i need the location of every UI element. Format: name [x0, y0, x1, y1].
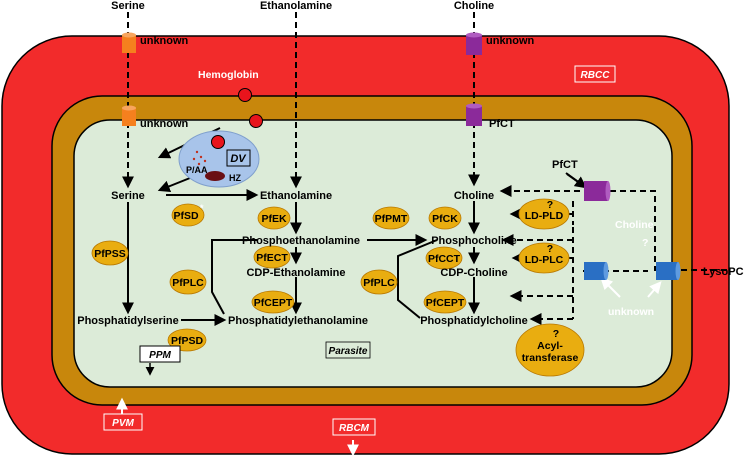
serine-metabolite: Serine [111, 190, 145, 202]
choline-rbcm-transporter [466, 32, 482, 55]
choline-ppm-transporter-label: PfCT [552, 159, 578, 171]
rbcc-label: RBCC [581, 70, 611, 81]
lysopc-transporter-label: unknown [608, 306, 654, 318]
choline-pvm-transporter-label: PfCT [489, 118, 515, 130]
cdp-choline-metabolite: CDP-Choline [440, 267, 507, 279]
cdp-ethanolamine-metabolite: CDP-Ethanolamine [246, 267, 345, 279]
hz-label: HZ [229, 173, 241, 183]
side-choline-question: ? [642, 237, 648, 249]
enzyme-pfect: PfECT [256, 252, 288, 264]
choline-metabolite: Choline [454, 190, 494, 202]
serine-pvm-transporter-label: unknown [140, 118, 189, 130]
enzyme-pfplc-right: PfPLC [363, 277, 395, 289]
ethanolamine-input-label: Ethanolamine [260, 0, 332, 12]
dv-label-box [226, 149, 251, 167]
enzyme-pfsd-mark: * [200, 203, 204, 213]
rbcm-label: RBCM [339, 423, 370, 434]
side-choline-label: Choline [615, 219, 654, 231]
parasite-label-box [325, 341, 371, 359]
enzyme-pfcct: PfCCT [428, 253, 461, 265]
enzyme-pfcept-right: PfCEPT [426, 297, 465, 309]
enzyme-ldplc: LD-PLC [525, 254, 564, 266]
choline-ppm-transporter [584, 181, 611, 201]
ethanolamine-metabolite: Ethanolamine [260, 190, 332, 202]
enzyme-pfsd: PfSD [173, 210, 199, 222]
enzyme-pfplc-left: PfPLC [172, 277, 204, 289]
choline-input-label: Choline [454, 0, 494, 12]
choline-rbcm-transporter-label: unknown [486, 35, 535, 47]
serine-rbcm-transporter [122, 32, 136, 53]
enzymes [91, 198, 585, 377]
enzyme-acyltransferase-question: ? [553, 328, 559, 340]
enzyme-pfpsd: PfPSD [171, 335, 204, 347]
enzyme-pfek: PfEK [261, 213, 287, 225]
phosphocholine-metabolite: Phosphocholine [431, 235, 517, 247]
enzyme-ldpld-question: ? [547, 199, 553, 211]
enzyme-pfcept-left: PfCEPT [254, 297, 293, 309]
hemozoin-icon [205, 171, 225, 181]
pvm-label-box [103, 413, 143, 431]
enzyme-acyltransferase-line1: Acyl- [537, 340, 563, 352]
rbcc-label-box [574, 65, 616, 83]
phosphatidylethanolamine-metabolite: Phosphatidylethanolamine [228, 315, 368, 327]
enzyme-pfpss: PfPSS [94, 248, 126, 260]
serine-input-label: Serine [111, 0, 145, 12]
enzyme-pfpmt: PfPMT [375, 213, 408, 225]
enzyme-ldpld: LD-PLD [525, 210, 564, 222]
pfct-pointer-arrow [565, 172, 587, 189]
hemoglobin-label: Hemoglobin [198, 69, 259, 81]
parasite-label: Parasite [329, 346, 368, 357]
paa-label: P/AA [186, 165, 208, 175]
pvm-label: PVM [112, 418, 134, 429]
serine-pvm-transporter [122, 105, 136, 126]
serine-rbcm-transporter-label: unknown [140, 35, 189, 47]
digestive-vacuole [178, 130, 260, 188]
hemoglobin-icon [211, 135, 225, 149]
ppm-label: PPM [149, 350, 171, 361]
lysopc-ppm-transporter [584, 262, 609, 280]
dv-label: DV [230, 153, 247, 165]
ppm-label-box [139, 345, 181, 363]
enzyme-acyltransferase-line2: transferase [522, 352, 579, 364]
choline-pvm-transporter [466, 103, 482, 126]
hemoglobin-icon [238, 88, 252, 102]
rbcm-label-box [332, 418, 376, 436]
hemoglobin-icon [249, 114, 263, 128]
phosphoethanolamine-metabolite: Phosphoethanolamine [242, 235, 360, 247]
phosphatidylcholine-metabolite: Phosphatidylcholine [420, 315, 528, 327]
lysopc-rbcm-transporter [656, 262, 681, 280]
enzyme-pfck: PfCK [432, 213, 458, 225]
lysopc-label: LysoPC [703, 266, 744, 278]
enzyme-ldplc-question: ? [547, 243, 553, 255]
peptide-dots [192, 150, 207, 166]
phosphatidylserine-metabolite: Phosphatidylserine [77, 315, 178, 327]
